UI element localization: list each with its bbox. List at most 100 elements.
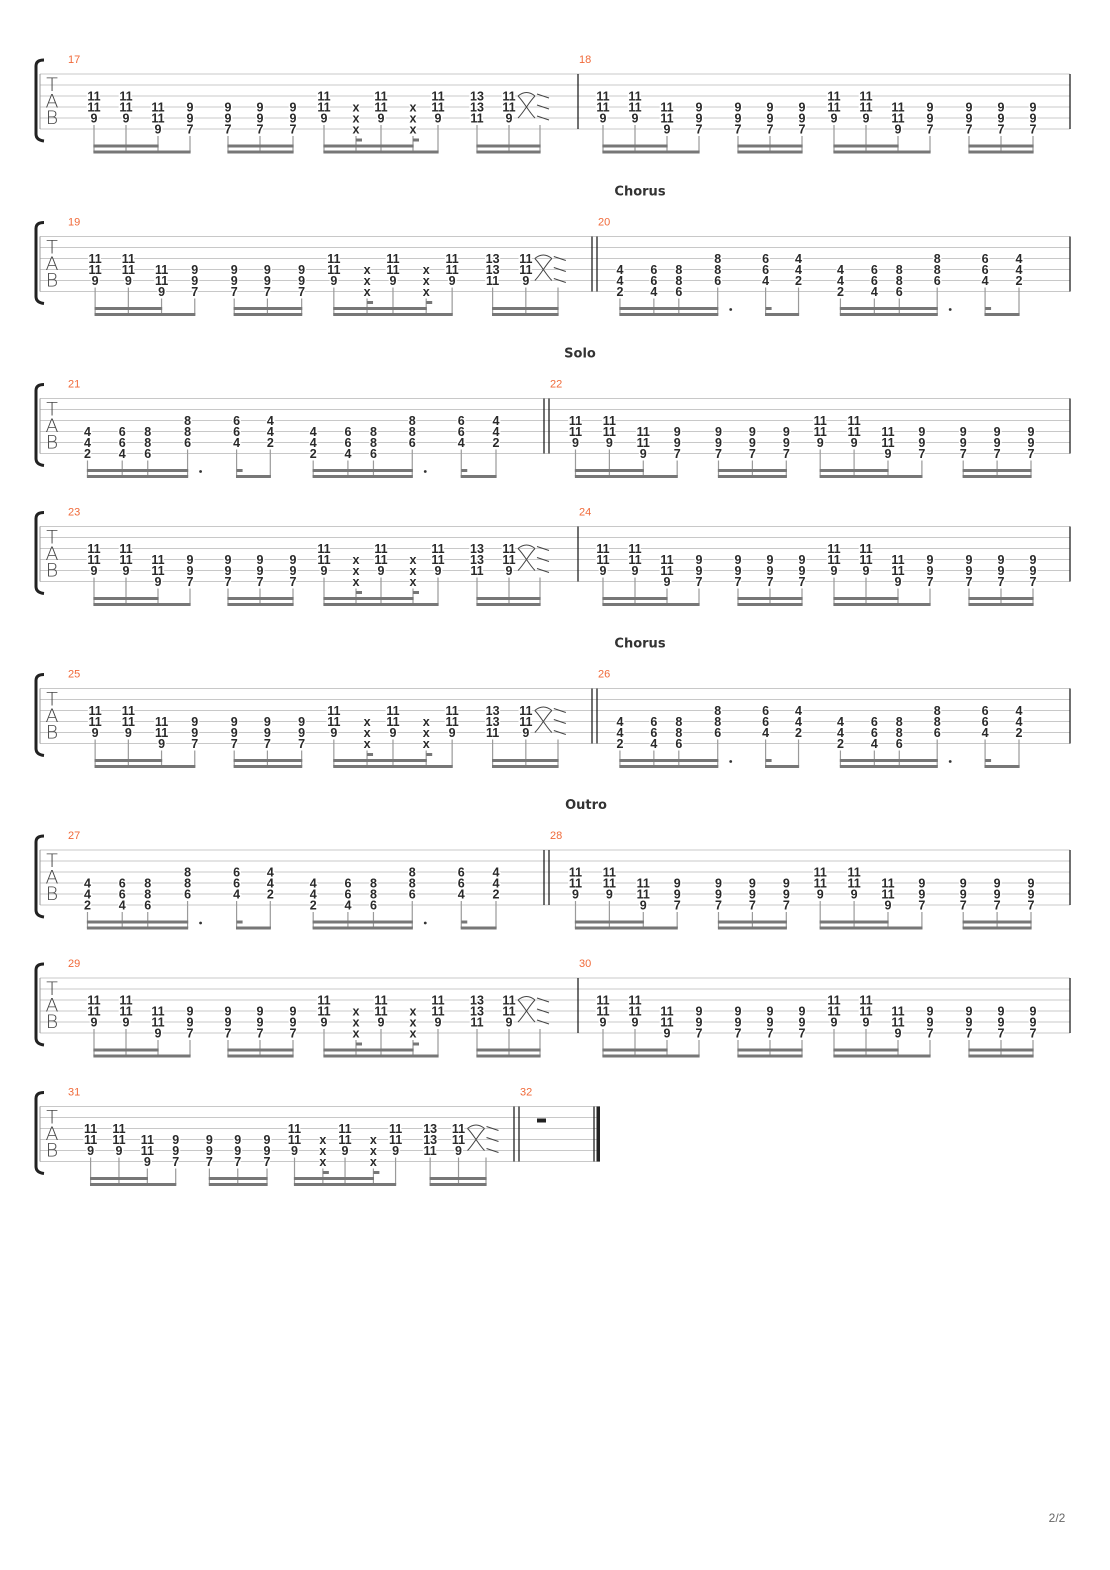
beat-column[interactable]: 886	[932, 703, 942, 767]
fret-number[interactable]: 7	[288, 574, 298, 591]
fret-number[interactable]: 9	[1026, 886, 1036, 903]
fret-number[interactable]: 9	[781, 875, 791, 892]
fret-number[interactable]: 9	[376, 563, 386, 580]
fret-number[interactable]: 4	[491, 413, 501, 430]
fret-number[interactable]: 9	[204, 1143, 214, 1160]
fret-number[interactable]: 6	[713, 273, 723, 290]
fret-number[interactable]: 6	[407, 435, 417, 452]
fret-number[interactable]: 7	[925, 574, 935, 591]
dead-note[interactable]: x	[408, 1003, 418, 1020]
fret-number[interactable]: 13	[484, 251, 501, 268]
fret-number[interactable]: 9	[223, 552, 233, 569]
fret-number[interactable]: 9	[204, 1132, 214, 1149]
fret-number[interactable]: 9	[883, 446, 893, 463]
fret-number[interactable]: 9	[190, 725, 200, 742]
fret-number[interactable]: 7	[958, 897, 968, 914]
dead-note[interactable]: x	[351, 574, 361, 591]
beat-column[interactable]: 997	[171, 1132, 181, 1185]
fret-number[interactable]: 11	[858, 88, 874, 105]
fret-number[interactable]: 9	[815, 886, 825, 903]
fret-number[interactable]: 4	[265, 875, 275, 892]
fret-number[interactable]: 7	[694, 574, 704, 591]
fret-number[interactable]: 11	[87, 262, 103, 279]
fret-number[interactable]: 11	[812, 864, 828, 881]
fret-number[interactable]: 11	[469, 563, 485, 580]
fret-number[interactable]: 11	[326, 251, 342, 268]
fret-number[interactable]: 11	[635, 424, 651, 441]
fret-number[interactable]: 7	[781, 897, 791, 914]
fret-number[interactable]: 11	[826, 88, 842, 105]
fret-number[interactable]: 9	[255, 110, 265, 127]
fret-number[interactable]: 4	[456, 886, 466, 903]
fret-number[interactable]: 7	[797, 574, 807, 591]
dead-note[interactable]: x	[421, 284, 431, 301]
fret-number[interactable]: 6	[869, 262, 879, 279]
fret-number[interactable]: 11	[430, 541, 446, 558]
fret-number[interactable]: 8	[894, 725, 904, 742]
beat-column[interactable]: 997	[964, 99, 974, 153]
fret-number[interactable]: 11	[326, 714, 342, 731]
beat-column[interactable]: 997	[958, 424, 968, 477]
fret-number[interactable]: 4	[308, 886, 318, 903]
fret-number[interactable]: 11	[373, 541, 389, 558]
fret-number[interactable]: 11	[150, 110, 166, 127]
fret-number[interactable]: 7	[297, 736, 307, 753]
fret-number[interactable]: 8	[368, 875, 378, 892]
fret-number[interactable]: 2	[265, 886, 275, 903]
fret-number[interactable]: 9	[883, 897, 893, 914]
fret-number[interactable]: 9	[781, 435, 791, 452]
fret-number[interactable]: 11	[627, 99, 643, 116]
fret-number[interactable]: 13	[469, 1003, 486, 1020]
fret-number[interactable]: 6	[649, 273, 659, 290]
fret-number[interactable]: 11	[858, 1003, 874, 1020]
fret-number[interactable]: 4	[649, 736, 659, 753]
beat-column[interactable]: xxx	[351, 99, 361, 153]
beat-column[interactable]: 442	[835, 714, 845, 767]
fret-number[interactable]: 6	[343, 435, 353, 452]
beat-column[interactable]: 886	[407, 864, 417, 929]
fret-number[interactable]: 4	[232, 886, 242, 903]
fret-number[interactable]: 11	[444, 262, 460, 279]
fret-number[interactable]: 11	[444, 251, 460, 268]
fret-number[interactable]: 9	[694, 552, 704, 569]
fret-number[interactable]: 9	[153, 1025, 163, 1042]
fret-number[interactable]: 9	[157, 284, 167, 301]
fret-number[interactable]: 4	[615, 725, 625, 742]
beat-column[interactable]: 664	[649, 714, 659, 767]
fret-number[interactable]: 9	[319, 1014, 329, 1031]
fret-number[interactable]: 8	[183, 424, 193, 441]
fret-number[interactable]: 9	[714, 435, 724, 452]
fret-number[interactable]: 9	[672, 424, 682, 441]
fret-number[interactable]: 11	[120, 251, 136, 268]
beat-column[interactable]: 442	[83, 424, 93, 477]
fret-number[interactable]: 11	[858, 541, 874, 558]
fret-number[interactable]: 11	[826, 992, 842, 1009]
fret-number[interactable]: 9	[797, 1014, 807, 1031]
fret-number[interactable]: 13	[484, 262, 501, 279]
fret-number[interactable]: 9	[765, 1003, 775, 1020]
fret-number[interactable]: 9	[297, 273, 307, 290]
beat-column[interactable]: 997	[765, 99, 775, 153]
fret-number[interactable]: 9	[925, 552, 935, 569]
fret-number[interactable]: 4	[308, 875, 318, 892]
fret-number[interactable]: 13	[422, 1132, 439, 1149]
fret-number[interactable]: 11	[469, 1014, 485, 1031]
fret-number[interactable]: 11	[890, 1014, 906, 1031]
fret-number[interactable]: 11	[337, 1121, 353, 1138]
